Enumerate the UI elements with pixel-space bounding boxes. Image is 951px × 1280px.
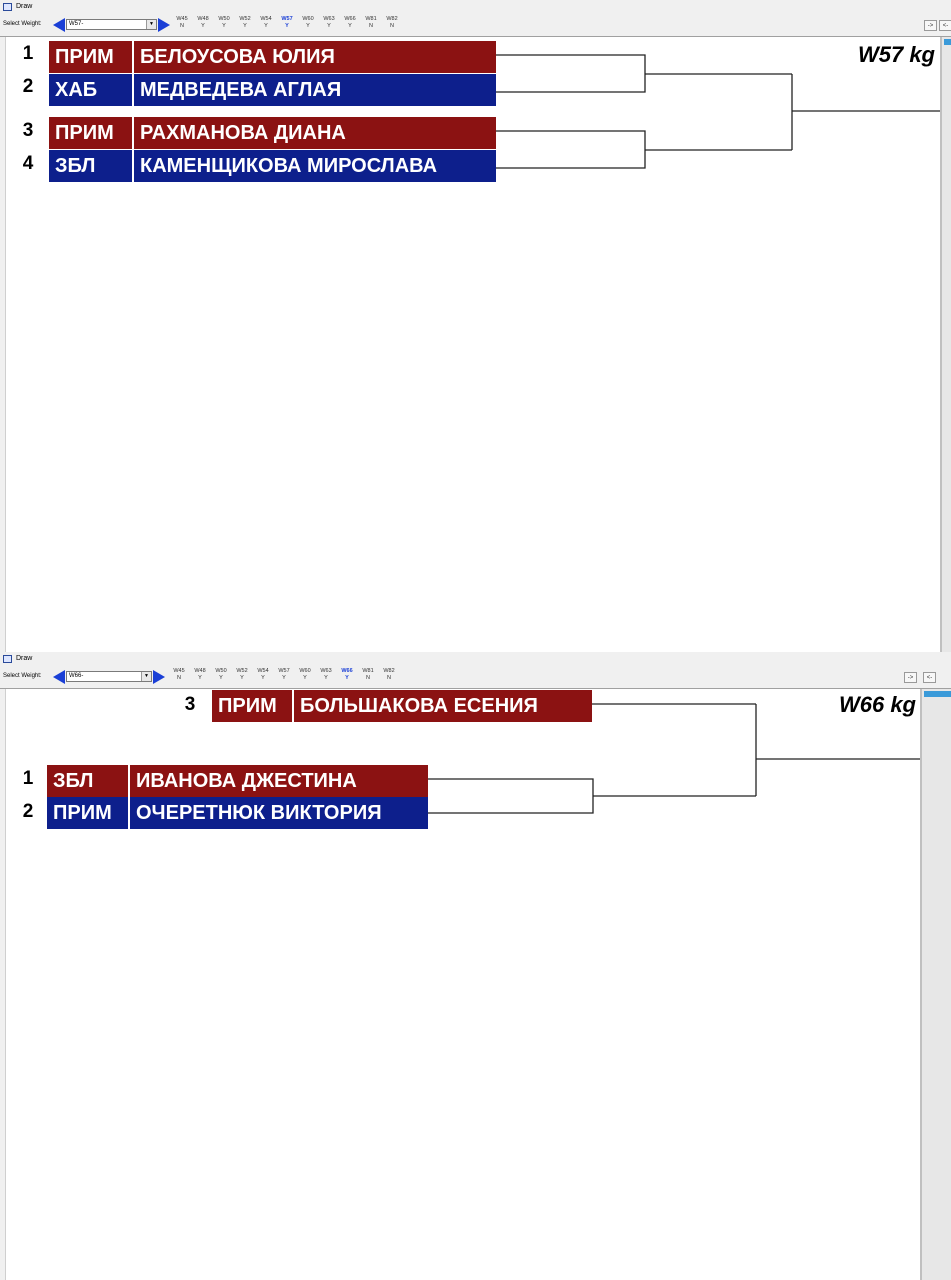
weight-select-value: W57- xyxy=(69,21,84,27)
competitor-name[interactable]: БОЛЬШАКОВА ЕСЕНИЯ xyxy=(294,690,592,722)
vertical-scrollbar[interactable] xyxy=(920,689,951,1280)
seed-number: 4 xyxy=(22,153,34,174)
club-label: ПРИМ xyxy=(49,117,134,149)
back-button[interactable]: <- xyxy=(923,672,936,683)
vertical-scrollbar[interactable] xyxy=(940,37,951,652)
select-weight-label: Select Weight: xyxy=(3,673,42,679)
competitor-name[interactable]: КАМЕНЩИКОВА МИРОСЛАВА xyxy=(134,150,496,182)
scrollbar-thumb[interactable] xyxy=(944,39,951,45)
seed-number: 3 xyxy=(184,694,196,715)
select-weight-label: Select Weight: xyxy=(3,21,42,27)
scrollbar-thumb[interactable] xyxy=(924,691,951,697)
seed-number: 1 xyxy=(22,768,34,789)
left-border xyxy=(0,37,6,652)
competitor-name[interactable]: ОЧЕРЕТНЮК ВИКТОРИЯ xyxy=(130,797,428,829)
seed-number: 1 xyxy=(22,43,34,64)
category-title: W66 kg xyxy=(838,692,916,717)
prev-weight-arrow-icon[interactable] xyxy=(53,18,65,32)
app-icon xyxy=(3,655,12,663)
bracket-lines xyxy=(428,703,920,814)
forward-button[interactable]: -> xyxy=(904,672,917,683)
bracket-lines xyxy=(496,54,940,169)
app-icon xyxy=(3,3,12,11)
bracket-line xyxy=(496,74,646,93)
category-title: W57 kg xyxy=(857,42,935,67)
club-label: ПРИМ xyxy=(212,690,294,722)
title-bar: Draw xyxy=(0,0,951,14)
club-label: ПРИМ xyxy=(49,41,134,73)
bracket-line xyxy=(496,54,646,74)
club-label: ЗБЛ xyxy=(49,150,134,182)
window-title: Draw xyxy=(16,655,33,662)
club-label: ХАБ xyxy=(49,74,134,106)
left-border xyxy=(0,689,6,1280)
bracket-line xyxy=(496,130,646,150)
forward-button[interactable]: -> xyxy=(924,20,937,31)
club-label: ЗБЛ xyxy=(47,765,130,797)
next-weight-arrow-icon[interactable] xyxy=(153,670,165,684)
window-title: Draw xyxy=(16,3,33,10)
competitor-name[interactable]: МЕДВЕДЕВА АГЛАЯ xyxy=(134,74,496,106)
back-button[interactable]: <- xyxy=(939,20,951,31)
weight-select[interactable]: W57- ▼ xyxy=(66,19,157,30)
competitor-name[interactable]: РАХМАНОВА ДИАНА xyxy=(134,117,496,149)
weight-select-value: W66- xyxy=(69,673,84,679)
competitor-name[interactable]: БЕЛОУСОВА ЮЛИЯ xyxy=(134,41,496,73)
bracket-line xyxy=(428,796,594,814)
seed-number: 2 xyxy=(22,76,34,97)
competitor-name[interactable]: ИВАНОВА ДЖЕСТИНА xyxy=(130,765,428,797)
next-weight-arrow-icon[interactable] xyxy=(158,18,170,32)
bracket-line xyxy=(428,778,594,796)
seed-number: 2 xyxy=(22,801,34,822)
club-label: ПРИМ xyxy=(47,797,130,829)
title-bar: Draw xyxy=(0,652,951,666)
seed-number: 3 xyxy=(22,120,34,141)
chevron-down-icon[interactable]: ▼ xyxy=(146,20,156,29)
chevron-down-icon[interactable]: ▼ xyxy=(141,672,151,681)
weight-select[interactable]: W66- ▼ xyxy=(66,671,152,682)
bracket-line xyxy=(496,150,646,169)
prev-weight-arrow-icon[interactable] xyxy=(53,670,65,684)
